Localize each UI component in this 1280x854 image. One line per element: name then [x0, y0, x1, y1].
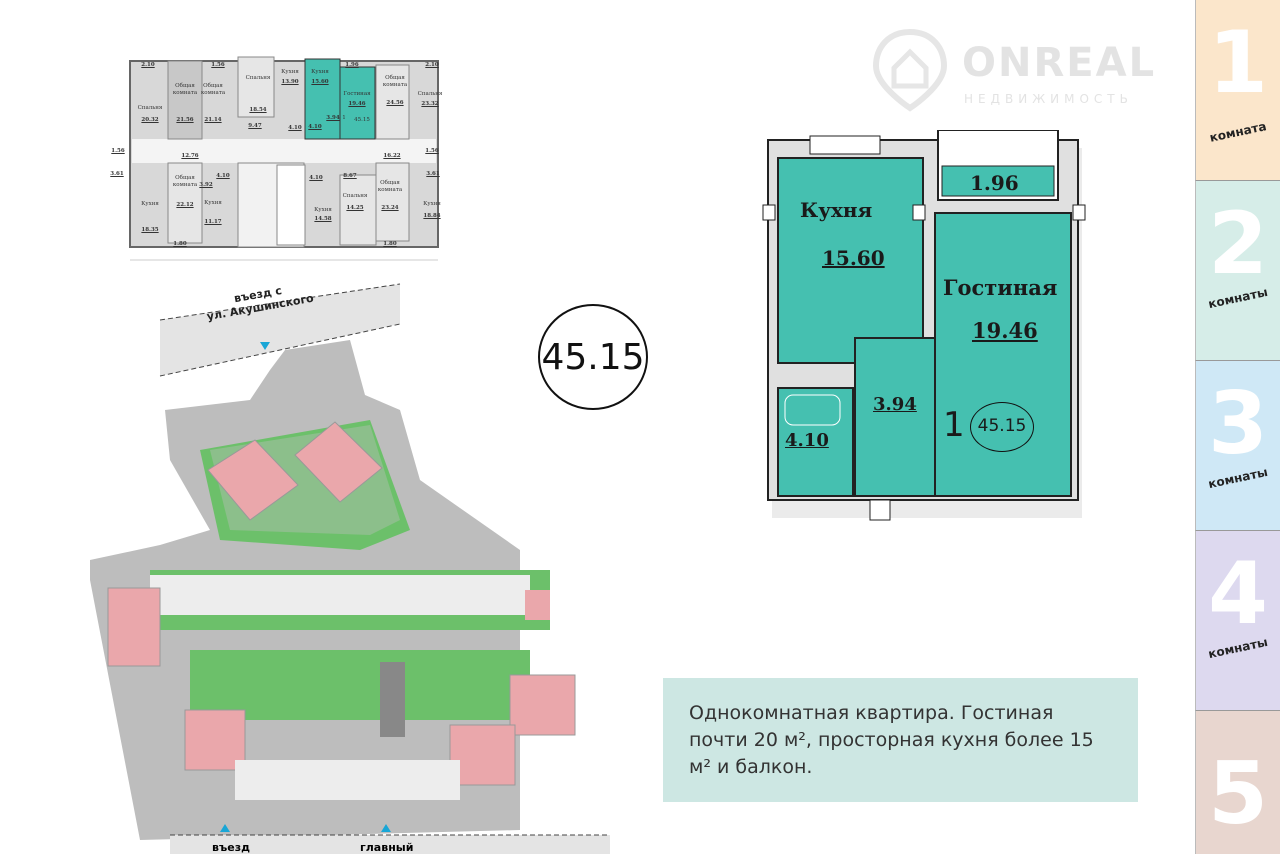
apartment-plan: Кухня 15.60 Гостиная 19.46 1.96 3.94 4.1…	[760, 130, 1090, 530]
tab-number: 4	[1208, 544, 1268, 644]
floor-plan-label: 3.61	[110, 171, 124, 177]
floor-plan-label: Кухня	[311, 69, 329, 75]
floor-plan-label: Общая комната	[377, 180, 403, 193]
onreal-watermark: ONREAL НЕДВИЖИМОСТЬ	[870, 28, 1180, 118]
floor-plan-label: 14.25	[346, 205, 364, 211]
tab-5-rooms[interactable]: 5	[1195, 710, 1280, 854]
floor-plan-label: 8.67	[343, 173, 357, 179]
floor-plan-label: 1.80	[383, 241, 397, 247]
floor-plan-label: 1.96	[345, 62, 359, 68]
floor-plan-label: 4.10	[288, 125, 302, 131]
total-area-circle: 45.15	[970, 402, 1034, 452]
floor-plan-label: 4.10	[309, 175, 323, 181]
floor-plan-label: 23.24	[381, 205, 399, 211]
floor-plan-label: 24.56	[386, 100, 404, 106]
floor-plan-label: 2.10	[141, 62, 155, 68]
floor-plan-label: Общая комната	[382, 75, 408, 88]
floor-plan-label: 2.10	[425, 62, 439, 68]
kitchen-label: Кухня	[800, 198, 873, 222]
floor-plan-label: Гостиная	[343, 91, 371, 97]
floor-plan-label: 22.12	[176, 202, 194, 208]
floor-plan-label: 23.32	[421, 101, 439, 107]
floor-plan-label: 16.22	[383, 153, 401, 159]
floor-plan-label: Спальня	[417, 91, 443, 97]
tab-label: комната	[1208, 119, 1268, 145]
description-box: Однокомнатная квартира. Гостиная почти 2…	[663, 678, 1138, 802]
entry-arrow-icon	[220, 824, 230, 832]
floor-plan-label: Общая комната	[200, 83, 226, 96]
floor-plan-label: 12.76	[181, 153, 199, 159]
floor-plan-label: 3.92	[199, 182, 213, 188]
floor-plan-label: 18.84	[423, 213, 441, 219]
floor-plan-label: Общая комната	[172, 83, 198, 96]
floor-plan-label: Кухня	[141, 201, 159, 207]
apartment-plan-drawing	[762, 130, 1086, 521]
bath-area: 4.10	[785, 430, 829, 451]
floor-plan-label: 4.10	[308, 124, 322, 130]
floor-plan-label: 1.56	[425, 148, 439, 154]
floor-plan-label: 3.94	[326, 115, 340, 121]
room-count: 1	[943, 405, 965, 445]
kitchen-area: 15.60	[822, 246, 885, 270]
site-plan	[90, 283, 610, 854]
floor-plan-label: 18.35	[141, 227, 159, 233]
floor-plan-label: Кухня	[281, 69, 299, 75]
floor-plan-label: 1.80	[173, 241, 187, 247]
tab-number: 2	[1208, 194, 1268, 294]
floor-plan-label: 13.90	[281, 79, 299, 85]
floor-plan-label: Кухня	[423, 201, 441, 207]
house-pin-icon	[872, 28, 948, 112]
tab-number: 1	[1208, 13, 1268, 113]
hall-area: 3.94	[873, 394, 917, 415]
main-entry-arrow-icon	[381, 824, 391, 832]
floor-plan-label: 19.46	[348, 101, 366, 107]
road-top	[160, 284, 400, 376]
floor-plan-drawing	[129, 56, 439, 261]
floor-plan-label: Спальня	[137, 105, 163, 111]
entry-bottom-label: въезд	[212, 841, 250, 854]
floor-plan-label: Спальня	[245, 75, 271, 81]
floor-plan-label: 18.54	[249, 107, 267, 113]
floor-plan-label: 3.61	[426, 171, 440, 177]
floor-plan-label: 9.47	[248, 123, 262, 129]
floor-plan-label: 1.56	[111, 148, 125, 154]
floor-plan-label: 21.56	[176, 117, 194, 123]
floor-plan-label: 21.14	[204, 117, 222, 123]
watermark-sub: НЕДВИЖИМОСТЬ	[964, 92, 1133, 106]
entry-arrow-icon	[260, 342, 270, 350]
living-label: Гостиная	[943, 275, 1058, 300]
floor-plan-label: Кухня	[204, 200, 222, 206]
floor-plan-label: Кухня	[314, 207, 332, 213]
floor-plan-label: 15.60	[311, 79, 329, 85]
watermark-brand: ONREAL	[962, 40, 1157, 86]
floor-plan-label: 1.56	[211, 62, 225, 68]
tab-number: 5	[1208, 744, 1268, 844]
floor-plan-label: Спальня	[342, 193, 368, 199]
floor-plan-label: 45.15	[354, 117, 370, 123]
floor-plan-label: 1	[342, 115, 346, 121]
main-entry-label: главный	[360, 841, 414, 854]
floor-plan-label: 4.10	[216, 173, 230, 179]
tab-number: 3	[1208, 374, 1268, 474]
tab-1-rooms[interactable]: 1 комната	[1195, 0, 1280, 180]
floor-plan-label: 20.32	[141, 117, 159, 123]
living-area: 19.46	[972, 318, 1038, 343]
floor-plan-label: Общая комната	[172, 175, 198, 188]
floor-plan-label: 14.58	[314, 216, 332, 222]
area-badge: 45.15	[538, 304, 648, 410]
balcony-area: 1.96	[970, 171, 1019, 195]
floor-plan-label: 11.17	[204, 219, 222, 225]
